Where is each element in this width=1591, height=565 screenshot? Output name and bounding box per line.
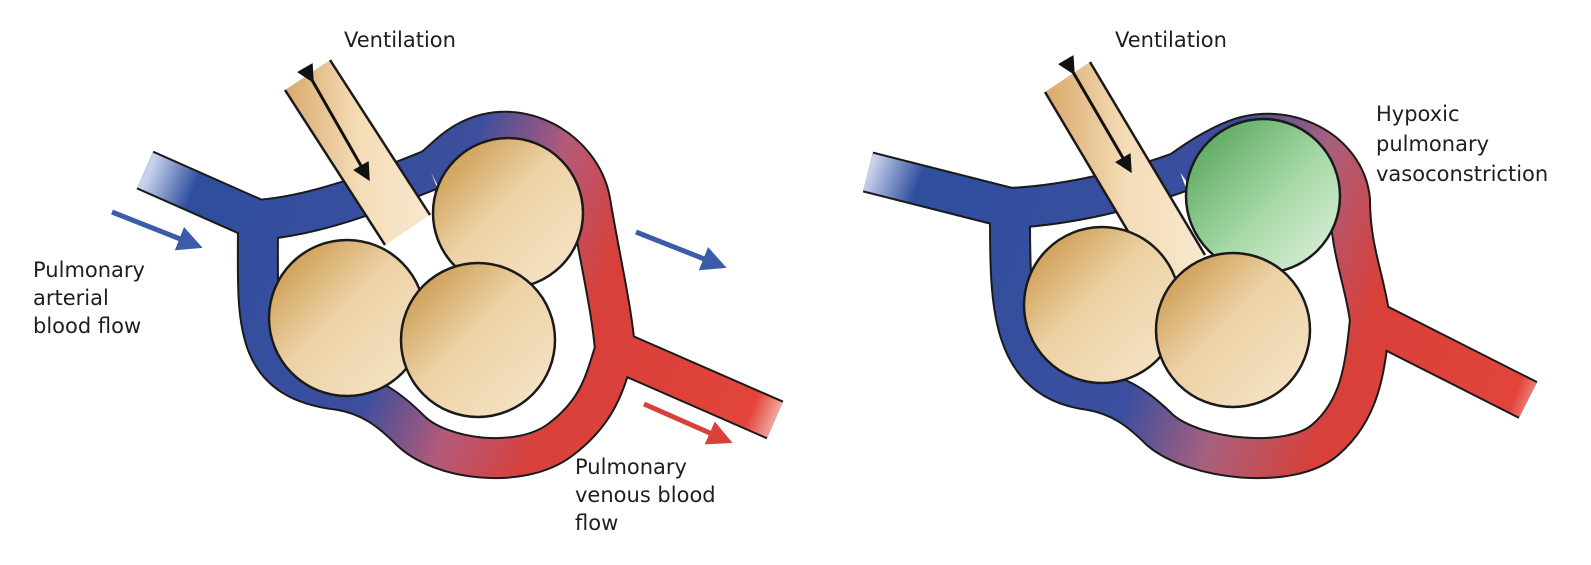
double-arrow-icon — [297, 63, 370, 182]
right-alveoli — [1022, 117, 1342, 409]
alveolus — [399, 261, 557, 419]
double-arrow-icon — [1057, 55, 1132, 174]
flow-arrow-icon — [111, 209, 203, 251]
hpv-label: Hypoxic pulmonary vasoconstriction — [1376, 102, 1548, 186]
ventilation-label-right: Ventilation — [1115, 28, 1227, 52]
right-blood-vessel — [862, 112, 1538, 480]
alveolus — [267, 238, 427, 398]
flow-arrow-icon — [642, 401, 733, 445]
left-panel: Ventilation Pulmonary arterial blood flo… — [33, 28, 784, 535]
flow-arrow-icon — [635, 229, 727, 271]
right-panel: Ventilation Hypoxic pulmonary vasoconstr… — [862, 28, 1548, 480]
left-alveoli — [267, 136, 585, 419]
arterial-flow-label: Pulmonary arterial blood flow — [33, 258, 152, 338]
hypoxic-alveolus — [1184, 117, 1342, 275]
alveolus — [1154, 251, 1312, 409]
ventilation-label-left: Ventilation — [344, 28, 456, 52]
alveolus — [1022, 225, 1182, 385]
venous-flow-label: Pulmonary venous blood flow — [575, 455, 722, 535]
